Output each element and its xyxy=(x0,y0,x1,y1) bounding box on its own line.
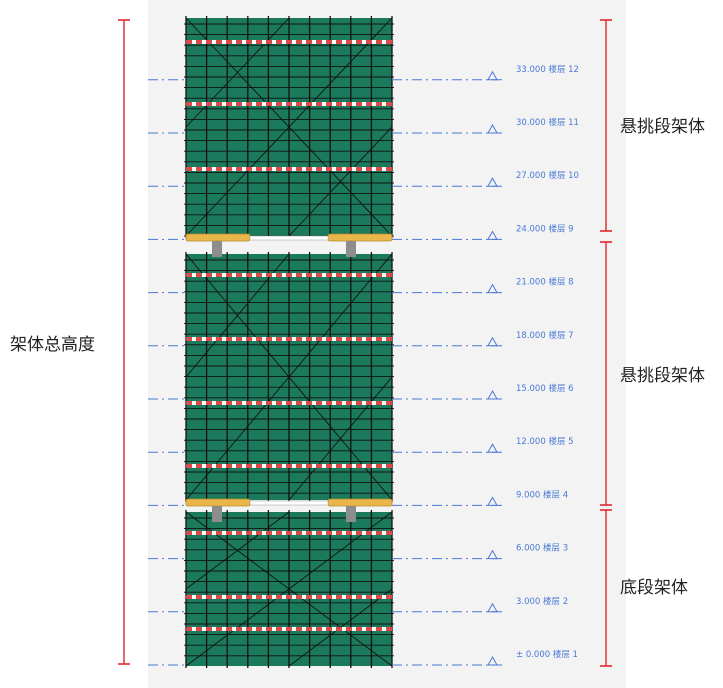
diagonal-brace xyxy=(185,511,290,590)
level-marker-icon xyxy=(487,230,498,240)
beam-support xyxy=(212,241,222,257)
level-marker-icon xyxy=(487,283,498,294)
level-elevation-text: 18.000 楼层 7 xyxy=(516,330,574,341)
diagonal-brace xyxy=(288,126,393,237)
level-marker-icon xyxy=(487,336,498,347)
level-elevation-text: 24.000 楼层 9 xyxy=(516,223,574,234)
dimension-lines xyxy=(118,19,612,667)
level-marker-icon xyxy=(487,177,498,187)
level-elevation-text: 15.000 楼层 6 xyxy=(516,383,574,394)
level-marker-icon xyxy=(487,655,498,666)
level-elevation-text: 12.000 楼层 5 xyxy=(516,436,574,447)
beam-slab xyxy=(249,500,329,506)
upper-cantilever-label: 悬挑段架体 xyxy=(620,117,705,137)
middle-cantilever-label: 悬挑段架体 xyxy=(620,366,705,386)
level-marker-icon xyxy=(487,123,498,134)
level-marker-icon xyxy=(487,602,498,613)
level-marker-icon xyxy=(487,70,498,81)
cantilever-beam xyxy=(185,498,251,507)
cantilever-beam xyxy=(327,498,393,507)
bottom-section-label: 底段架体 xyxy=(620,578,688,598)
total-height-label: 架体总高度 xyxy=(10,335,95,355)
diagonal-brace xyxy=(185,17,290,128)
level-elevation-text: 3.000 楼层 2 xyxy=(516,596,568,607)
level-elevation-text: ± 0.000 楼层 1 xyxy=(516,649,578,660)
diagonal-brace xyxy=(185,17,393,237)
level-marker-icon xyxy=(487,443,498,453)
level-elevation-text: 9.000 楼层 4 xyxy=(516,489,568,500)
level-elevation-text: 21.000 楼层 8 xyxy=(516,277,574,288)
cantilever-beam xyxy=(327,233,393,242)
level-elevation-text: 30.000 楼层 11 xyxy=(516,117,579,128)
level-elevation-text: 6.000 楼层 3 xyxy=(516,543,568,554)
diagonal-brace xyxy=(288,376,393,501)
level-marker-icon xyxy=(487,549,498,560)
beam-support xyxy=(212,506,222,522)
beam-slab xyxy=(249,235,329,241)
cantilever-beam xyxy=(185,233,251,242)
level-elevation-text: 33.000 楼层 12 xyxy=(516,64,579,75)
beam-support xyxy=(346,241,356,257)
beam-support xyxy=(346,506,356,522)
scaffold-frame xyxy=(184,16,394,668)
diagonal-brace xyxy=(185,253,393,501)
level-marker-icon xyxy=(487,496,498,506)
diagonal-brace xyxy=(185,511,393,667)
level-marker-icon xyxy=(487,389,498,400)
floor-levels: ± 0.000 楼层 1 3.000 楼层 2 6.000 楼层 3 9.000 楼层… xyxy=(148,64,579,666)
level-elevation-text: 27.000 楼层 10 xyxy=(516,170,579,181)
